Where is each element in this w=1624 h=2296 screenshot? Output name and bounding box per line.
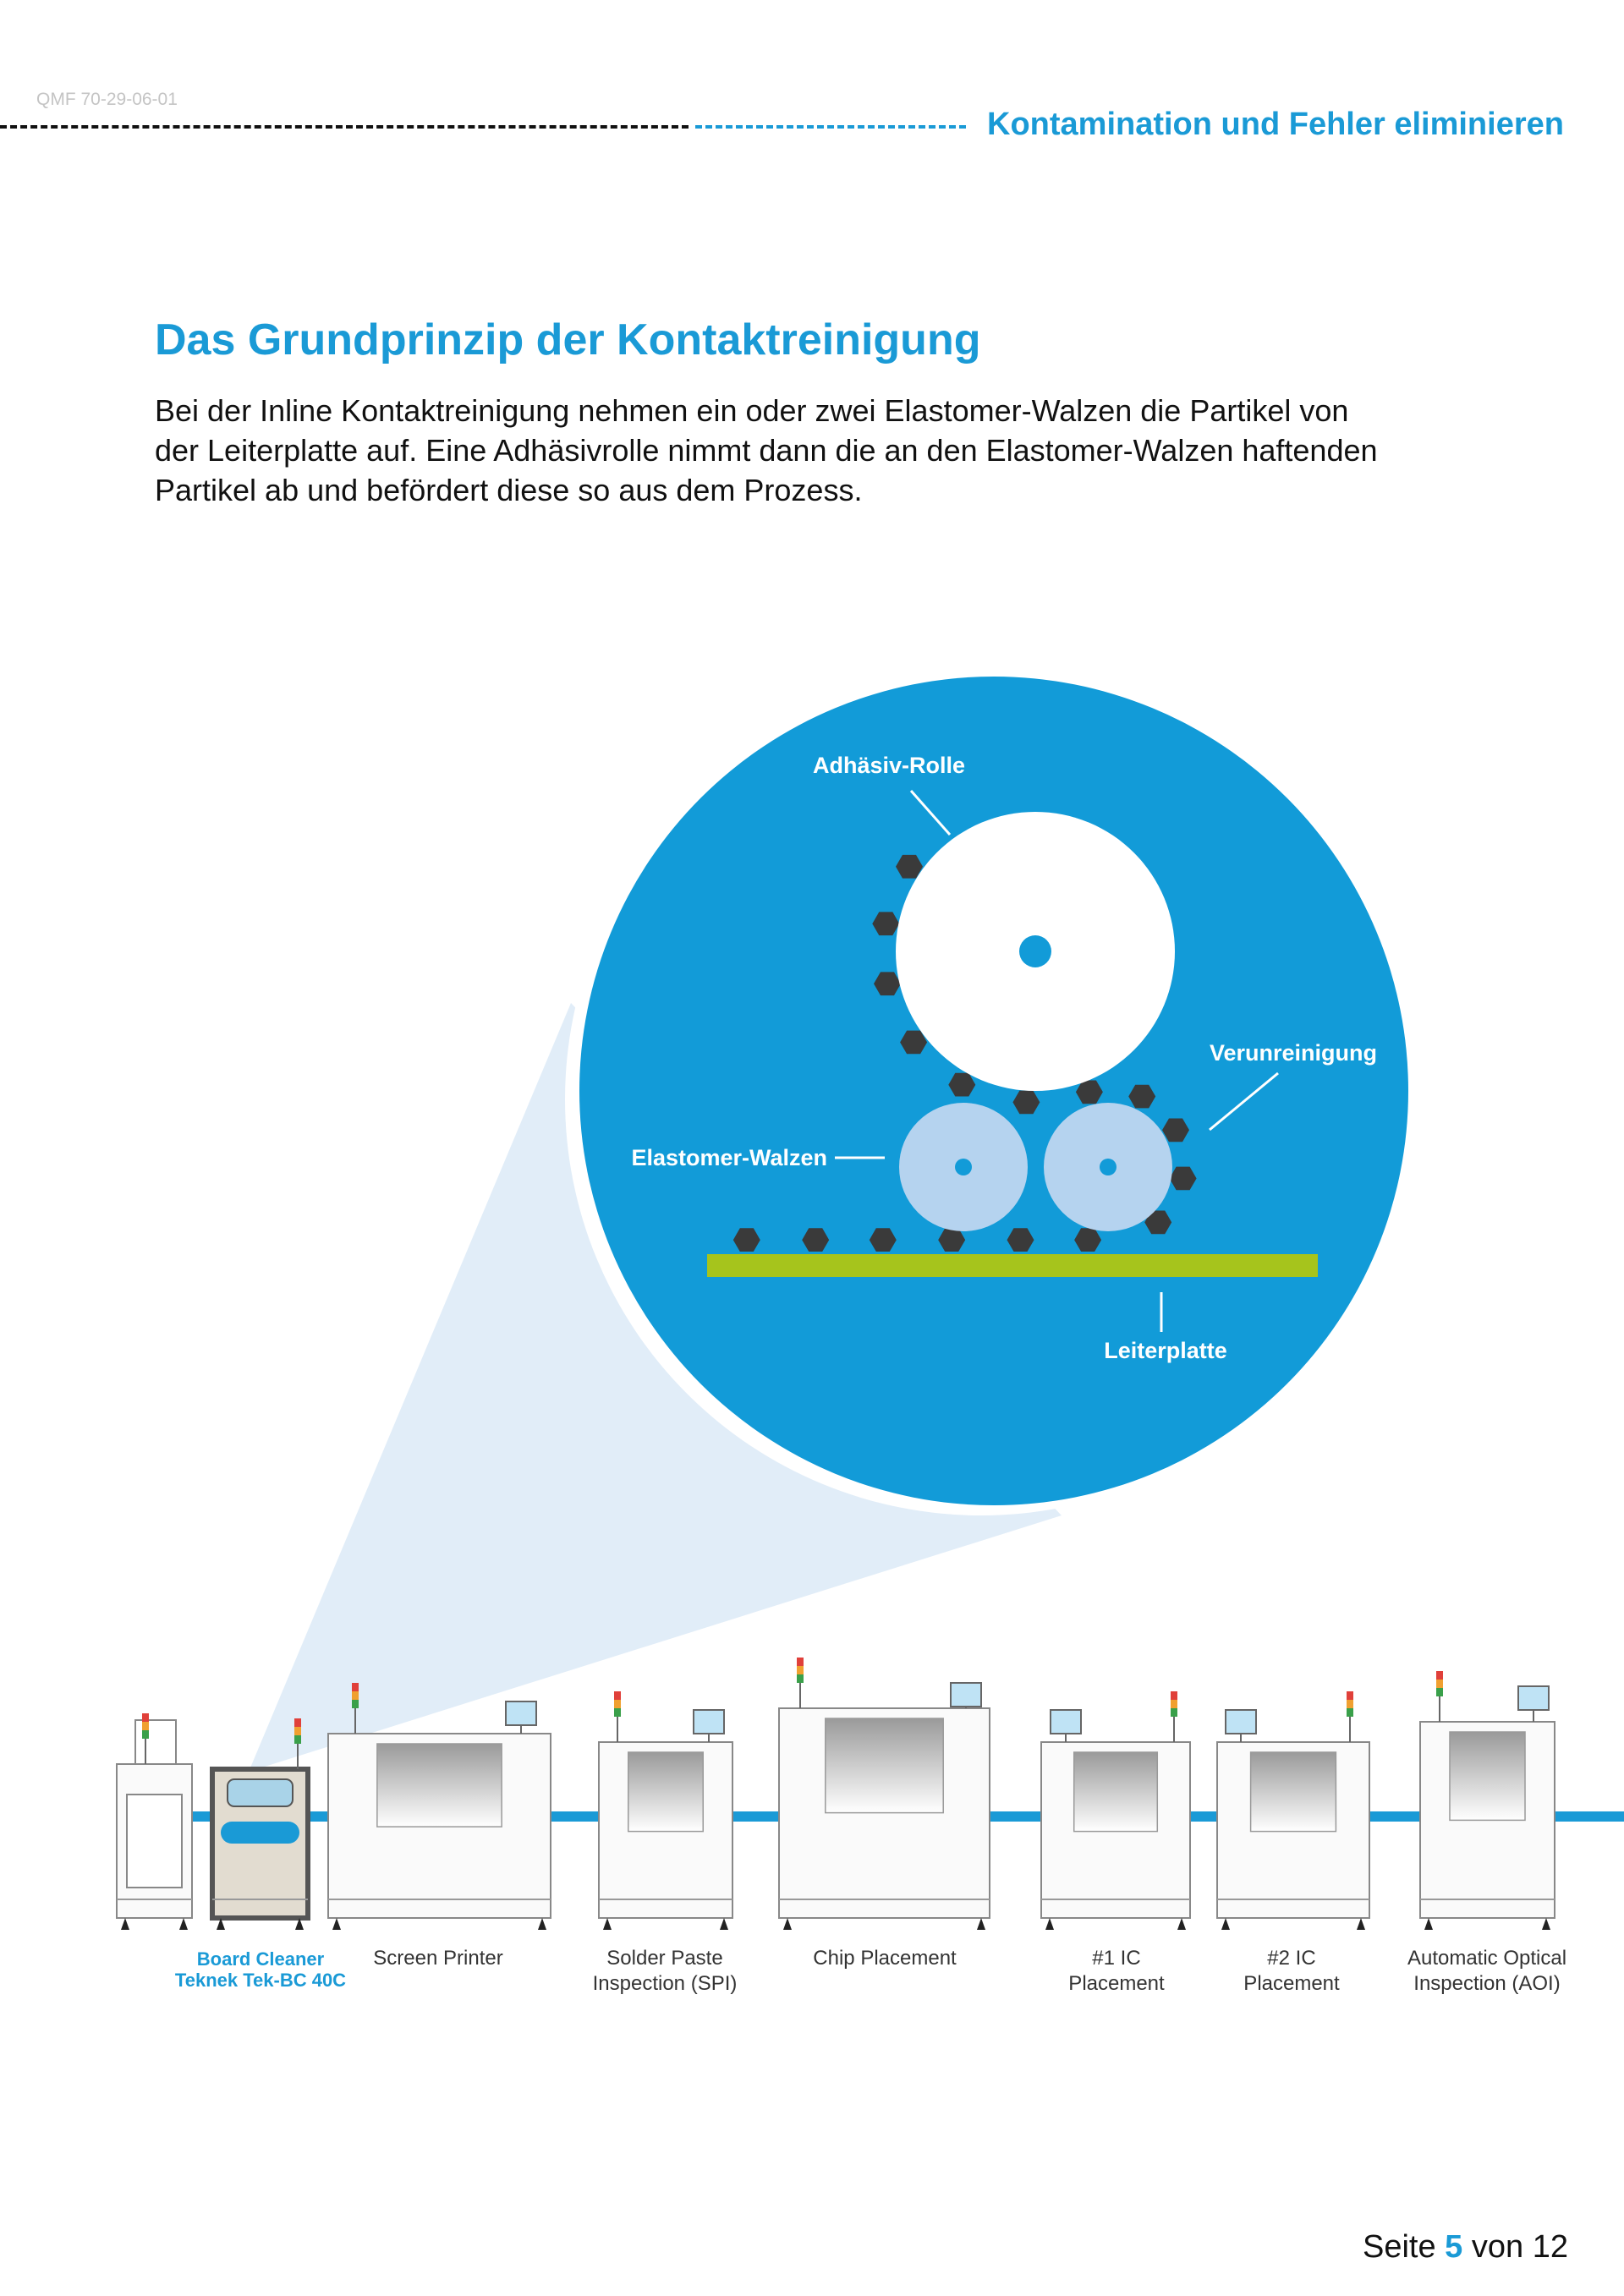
monitor-icon	[1050, 1709, 1082, 1734]
machine-label-screen-printer: Screen Printer	[373, 1946, 502, 1971]
header-divider-blue	[695, 125, 966, 129]
machine-ic1-placement	[1040, 1691, 1191, 1930]
particle	[900, 1030, 928, 1055]
particle	[1169, 1166, 1197, 1191]
label-line: #2 IC	[1267, 1947, 1316, 1970]
particle	[1012, 1090, 1040, 1115]
total-pages: 12	[1532, 2229, 1568, 2265]
monitor-icon	[1225, 1709, 1257, 1734]
intro-line: Bei der Inline Kontaktreinigung nehmen e…	[155, 393, 1349, 428]
page-prefix: Seite	[1362, 2229, 1436, 2265]
particle	[872, 912, 900, 936]
particles	[732, 854, 1197, 1252]
adhesive-roll-axle	[1019, 935, 1051, 967]
elastomer-roller-left-axle	[955, 1159, 972, 1175]
intro-paragraph: Bei der Inline Kontaktreinigung nehmen e…	[155, 391, 1508, 510]
machine-aoi	[1419, 1671, 1555, 1930]
label-line: Automatic Optical	[1407, 1947, 1567, 1970]
monitor-icon	[950, 1682, 982, 1707]
label-adhesive-roll: Adhäsiv-Rolle	[813, 753, 965, 778]
monitor-icon	[505, 1701, 537, 1726]
leader-line-contamination	[1209, 1071, 1279, 1132]
label-pcb: Leiterplatte	[1104, 1338, 1227, 1363]
machine-ic2-placement	[1216, 1691, 1370, 1930]
machine-board-cleaner	[210, 1718, 310, 1930]
signal-lamp-icon	[1171, 1691, 1177, 1700]
signal-lamp-icon	[614, 1691, 621, 1700]
particle	[1075, 1080, 1103, 1104]
label-contamination: Verunreinigung	[1210, 1040, 1377, 1066]
production-line-machines	[116, 1658, 1555, 1930]
intro-line: Partikel ab und befördert diese so aus d…	[155, 473, 863, 507]
signal-lamp-icon	[294, 1718, 301, 1727]
detail-circle	[579, 677, 1408, 1505]
signal-lamp-icon	[797, 1658, 804, 1666]
zoom-cone	[249, 1003, 1062, 1772]
signal-lamp-icon	[142, 1713, 149, 1722]
document-code: QMF 70-29-06-01	[36, 90, 178, 109]
intro-line: der Leiterplatte auf. Eine Adhäsivrolle …	[155, 433, 1378, 468]
signal-lamp-icon	[352, 1683, 359, 1691]
particle	[1128, 1084, 1156, 1109]
label-line: Inspection (SPI)	[592, 1972, 738, 1995]
particle	[896, 854, 923, 879]
label-elastomer-rollers: Elastomer-Walzen	[631, 1145, 827, 1170]
particle	[948, 1072, 976, 1097]
machine-label-chip-placement: Chip Placement	[813, 1946, 956, 1971]
header-divider-black	[0, 125, 689, 129]
page-of: von	[1471, 2229, 1524, 2265]
pcb-board	[707, 1254, 1318, 1277]
particle	[1144, 1210, 1172, 1235]
particle	[869, 1228, 897, 1252]
machine-spi	[598, 1691, 733, 1930]
label-line: Board Cleaner	[196, 1948, 325, 1970]
label-line: #1 IC	[1092, 1947, 1141, 1970]
particle	[1074, 1228, 1102, 1252]
label-line: Inspection (AOI)	[1413, 1972, 1561, 1995]
label-line: Teknek Tek-BC 40C	[174, 1970, 347, 1991]
particle	[938, 1228, 966, 1252]
particle	[732, 1228, 760, 1252]
label-line: Solder Paste	[606, 1947, 723, 1970]
leader-line-adhesive	[909, 790, 952, 836]
signal-lamp-icon	[1347, 1691, 1353, 1700]
page-heading: Das Grundprinzip der Kontaktreinigung	[155, 315, 981, 364]
current-page: 5	[1445, 2229, 1463, 2265]
particle	[1007, 1228, 1034, 1252]
monitor-icon	[1517, 1685, 1550, 1711]
particle	[1162, 1118, 1189, 1143]
label-line: Chip Placement	[813, 1947, 957, 1970]
label-line: Placement	[1243, 1972, 1340, 1995]
monitor-icon	[693, 1709, 725, 1734]
label-line: Placement	[1068, 1972, 1165, 1995]
label-line: Screen Printer	[373, 1947, 503, 1970]
machine-chip-placement	[778, 1658, 990, 1930]
particle	[802, 1228, 830, 1252]
page-number: Seite 5 von 12	[1363, 2229, 1568, 2266]
signal-lamp-icon	[1436, 1671, 1443, 1680]
particle	[874, 972, 901, 996]
window	[227, 1778, 294, 1807]
machine-screen-printer	[327, 1683, 551, 1930]
elastomer-roller-right-axle	[1100, 1159, 1116, 1175]
section-title: Kontamination und Fehler eliminieren	[987, 107, 1564, 142]
machine-loader	[116, 1713, 193, 1930]
teknek-badge	[221, 1822, 299, 1844]
